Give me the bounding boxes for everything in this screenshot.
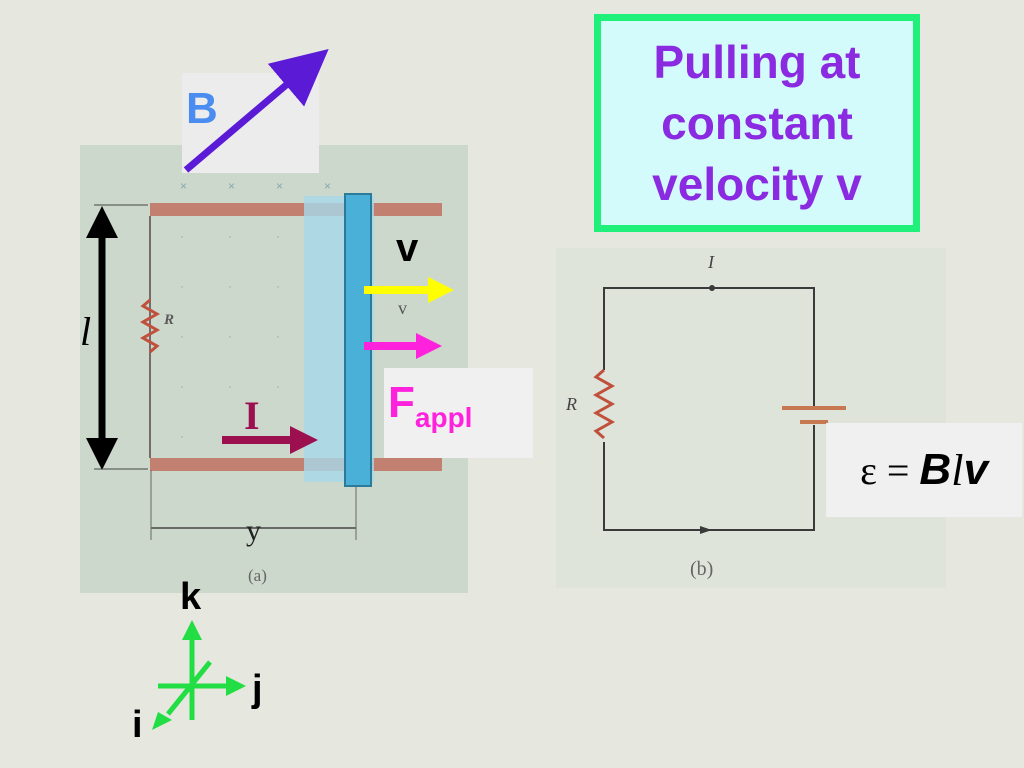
svg-text:×: × <box>276 179 283 193</box>
current-arrow-head <box>290 426 318 454</box>
svg-text:·: · <box>228 379 232 393</box>
svg-text:×: × <box>228 179 235 193</box>
resistor-a <box>139 298 161 354</box>
b-field-arrow <box>183 48 329 173</box>
svg-text:·: · <box>276 279 280 293</box>
svg-text:·: · <box>276 329 280 343</box>
svg-text:·: · <box>180 279 184 293</box>
top-rail <box>150 203 442 216</box>
emf-b: B <box>919 445 952 494</box>
svg-text:·: · <box>180 229 184 243</box>
svg-text:·: · <box>228 229 232 243</box>
resistor-b <box>592 368 616 440</box>
moving-rod <box>344 193 372 487</box>
force-arrow-head <box>416 333 442 359</box>
title-box: Pulling at constant velocity v <box>594 14 920 232</box>
svg-text:·: · <box>180 329 184 343</box>
velocity-arrow-head <box>428 277 454 303</box>
force-label-subscript: appl <box>414 401 473 433</box>
length-arrow-top-head <box>86 206 118 238</box>
svg-text:·: · <box>228 329 232 343</box>
current-label: I <box>244 393 260 438</box>
slide-title: Pulling at constant velocity v <box>652 35 862 210</box>
svg-text:·: · <box>276 379 280 393</box>
emf-v: v <box>963 445 988 494</box>
svg-text:·: · <box>180 429 184 443</box>
resistor-a-label: R <box>164 312 175 328</box>
axis-j-label: j <box>252 668 263 710</box>
svg-text:×: × <box>180 179 187 193</box>
emf-equals: = <box>886 447 910 493</box>
svg-text:·: · <box>228 279 232 293</box>
panel-b-background <box>556 248 946 588</box>
force-label: Fappl <box>388 378 472 434</box>
velocity-small-label: v <box>398 298 407 318</box>
force-label-box <box>384 368 533 458</box>
current-dot-top <box>709 285 715 291</box>
axis-i-label: i <box>132 704 143 746</box>
emf-epsilon: ε <box>860 447 877 493</box>
length-arrow-bottom-head <box>86 438 118 470</box>
y-label: y <box>246 514 261 547</box>
coordinate-axes <box>152 620 246 730</box>
current-b-label: I <box>708 252 714 272</box>
svg-text:·: · <box>180 379 184 393</box>
force-label-main: F <box>388 378 415 427</box>
axis-k-label: k <box>180 576 202 618</box>
svg-text:×: × <box>324 179 331 193</box>
current-dot-bottom <box>700 526 712 534</box>
resistor-b-label: R <box>566 394 577 414</box>
velocity-label: v <box>396 226 419 270</box>
emf-l: l <box>951 445 964 495</box>
caption-b: (b) <box>690 558 714 580</box>
b-field-label: B <box>186 84 218 133</box>
svg-text:·: · <box>276 229 280 243</box>
bottom-rail <box>150 458 442 471</box>
length-label: l <box>80 309 92 354</box>
caption-a: (a) <box>248 566 267 585</box>
